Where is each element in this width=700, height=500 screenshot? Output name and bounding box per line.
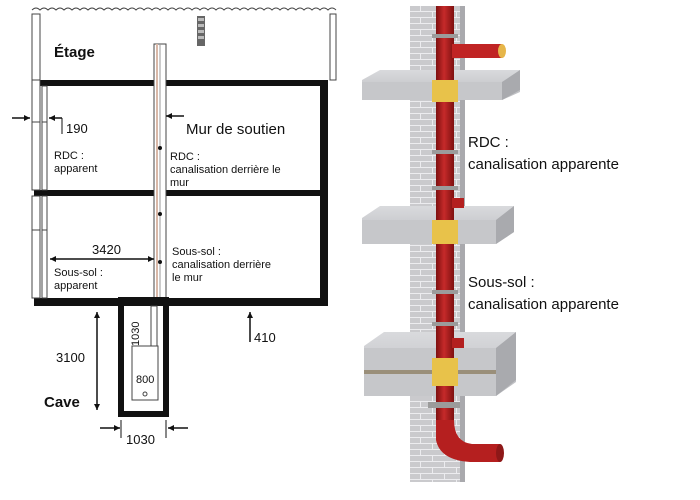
basement-caption: Sous-sol : canalisation apparente (468, 274, 619, 313)
dim-lower-section: 1030 (130, 321, 142, 346)
retaining-wall-label: Mur de soutien (186, 121, 286, 138)
right-outer-wall-upper (329, 13, 337, 81)
basement-behind-wall-label: Sous-sol : canalisation derrière le mur (172, 246, 272, 284)
dim-cleanout: 800 (136, 374, 155, 386)
dim-cellar-height: 3100 (56, 350, 85, 365)
cleanout-box (131, 345, 159, 401)
rdc-behind-wall-label: RDC : canalisation derrière le mur (170, 151, 281, 189)
rdc-caption: RDC : canalisation apparente (468, 134, 619, 173)
pipe-elbow (436, 420, 500, 462)
pipe-branch-top (452, 44, 502, 58)
dim-cellar-width: 1030 (126, 432, 155, 447)
red-flue-pipe (436, 6, 454, 426)
rdc-apparent-label: RDC : apparent (54, 150, 98, 175)
mid-slab (34, 190, 326, 196)
ground-slab (34, 298, 328, 306)
upper-slab (34, 80, 328, 86)
dim-wall-thickness: 190 (66, 121, 88, 136)
cellar-walls (118, 297, 169, 417)
floor-label: Étage (54, 44, 95, 61)
cellar-label: Cave (44, 394, 80, 411)
dim-slab: 410 (254, 330, 276, 345)
basement-apparent-label: Sous-sol : apparent (54, 267, 103, 292)
yellow-collar (432, 80, 458, 102)
dim-horizontal-distance: 3420 (92, 242, 121, 257)
roof-line (31, 7, 337, 11)
